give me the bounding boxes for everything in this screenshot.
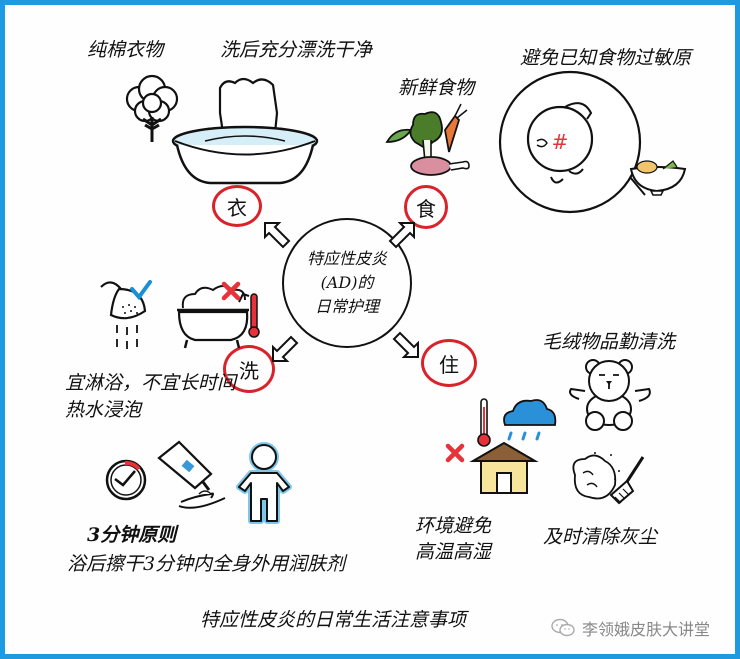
clock-icon bbox=[105, 459, 147, 501]
footer-title: 特应性皮炎的日常生活注意事项 bbox=[200, 609, 467, 631]
category-washing-circle: 洗 bbox=[223, 345, 275, 393]
check-mark-icon bbox=[130, 280, 152, 301]
center-title-line2: (AD)的 bbox=[320, 273, 374, 292]
category-living-circle: 住 bbox=[421, 339, 477, 387]
illustration-canvas: 纯棉衣物 洗后充分漂洗干净 避免已知食物过敏原 新鲜食物 # bbox=[5, 5, 735, 654]
label-moisturize-after-bath: 浴后擦干3分钟内全身外用润肤剂 bbox=[67, 553, 346, 575]
broom-dust-icon bbox=[572, 452, 645, 505]
house-icon bbox=[469, 441, 539, 494]
thermometer-icon bbox=[477, 398, 491, 447]
label-hot-water-soak: 热水浸泡 bbox=[65, 399, 142, 421]
arrow-to-food-icon bbox=[388, 222, 415, 249]
rain-cloud-icon bbox=[503, 399, 557, 441]
arrow-to-clothing-icon bbox=[264, 222, 291, 249]
allergy-speech-bubble: # bbox=[498, 70, 646, 214]
lotion-bottle-icon bbox=[157, 440, 226, 509]
label-cotton-clothes: 纯棉衣物 bbox=[87, 39, 164, 61]
central-topic-circle: 特应性皮炎 (AD)的 日常护理 bbox=[282, 218, 412, 348]
category-clothing-circle: 衣 bbox=[212, 185, 262, 227]
teddy-bear-icon bbox=[569, 359, 651, 431]
wash-basin-icon bbox=[171, 77, 319, 185]
arrow-to-living-icon bbox=[392, 331, 419, 358]
center-title-line1: 特应性皮炎 bbox=[306, 249, 387, 268]
svg-text:#: # bbox=[552, 130, 569, 154]
label-3-minute-rule: 3分钟原则 bbox=[87, 524, 177, 546]
center-title-line3: 日常护理 bbox=[314, 297, 379, 316]
food-bowl-icon bbox=[629, 160, 687, 196]
label-clear-dust: 及时清除灰尘 bbox=[543, 526, 658, 548]
label-high-temp-humidity: 高温高湿 bbox=[415, 541, 492, 563]
fresh-vegetables-icon bbox=[385, 103, 470, 176]
label-rinse-clean: 洗后充分漂洗干净 bbox=[220, 39, 373, 61]
label-fresh-food: 新鲜食物 bbox=[398, 77, 475, 99]
wechat-icon bbox=[551, 618, 575, 637]
arrow-to-washing-icon bbox=[272, 335, 299, 362]
watermark-text: 李领娥皮肤大讲堂 bbox=[582, 620, 711, 639]
label-shower-not-soak: 宜淋浴，不宜长时间 bbox=[65, 372, 237, 394]
cross-mark-icon bbox=[221, 281, 241, 301]
watermark: 李领娥皮肤大讲堂 bbox=[550, 616, 710, 640]
cross-mark-icon bbox=[445, 443, 465, 463]
child-body-icon bbox=[236, 442, 292, 524]
category-food-circle: 食 bbox=[404, 185, 448, 229]
label-avoid-environment: 环境避免 bbox=[415, 515, 492, 537]
label-avoid-allergens: 避免已知食物过敏原 bbox=[520, 47, 692, 69]
label-wash-plush-items: 毛绒物品勤清洗 bbox=[542, 331, 676, 353]
cotton-plant-icon bbox=[125, 74, 179, 142]
